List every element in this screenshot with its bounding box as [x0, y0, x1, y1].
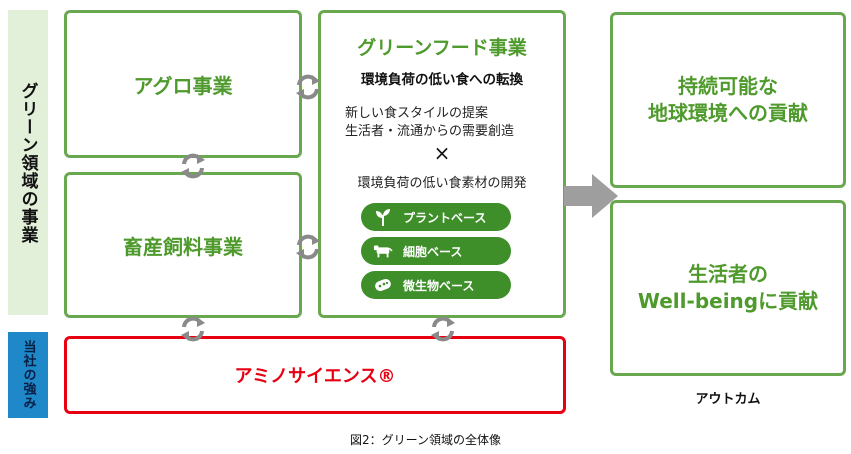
microbe-icon [373, 275, 393, 295]
cycle-arrows-icon [181, 316, 205, 342]
outcome-sustainable-label: 持続可能な 地球環境への貢献 [648, 74, 808, 125]
figure-caption: 図2：グリーン領域の全体像 [349, 433, 502, 447]
side-label-strength-text: 当社の強み [20, 340, 36, 410]
pill-cell-base: 細胞ベース [361, 237, 511, 265]
outcome-label: アウトカム [695, 392, 761, 407]
plant-icon [373, 207, 393, 227]
outcome-sustainable-box: 持続可能な 地球環境への貢献 [610, 12, 846, 188]
side-label-green-domain: グリーン領域の事業 [8, 10, 48, 315]
cycle-arrows-icon [181, 153, 205, 179]
cycle-arrows-icon [296, 234, 320, 260]
pill-plant-base-label: プラントベース [403, 210, 487, 225]
cow-icon [373, 241, 393, 261]
agro-business-label: アグロ事業 [133, 73, 233, 98]
outcome-wellbeing-label: 生活者の Well-beingに貢献 [637, 262, 819, 313]
green-food-title: グリーンフード事業 [357, 37, 527, 59]
livestock-feed-box: 畜産飼料事業 [64, 172, 302, 318]
amino-science-box: アミノサイエンス® [64, 336, 566, 414]
pill-plant-base: プラントベース [361, 203, 511, 231]
livestock-feed-label: 畜産飼料事業 [123, 234, 243, 259]
side-label-green-domain-text: グリーン領域の事業 [17, 81, 38, 244]
amino-science-label: アミノサイエンス® [234, 366, 396, 387]
green-food-line1: 新しい食スタイルの提案 [345, 106, 489, 121]
pill-cell-base-label: 細胞ベース [403, 244, 463, 259]
pill-microbe-base-label: 微生物ベース [403, 278, 475, 293]
cycle-arrows-icon [431, 316, 455, 342]
outcome-wellbeing-box: 生活者の Well-beingに貢献 [610, 200, 846, 376]
side-label-strength: 当社の強み [8, 332, 48, 418]
green-food-box: グリーンフード事業 環境負荷の低い食への転換 新しい食スタイルの提案 生活者・流… [318, 10, 566, 318]
green-food-subtitle: 環境負荷の低い食への転換 [361, 72, 523, 88]
pill-microbe-base: 微生物ベース [361, 271, 511, 299]
arrow-to-outcome-icon [564, 174, 618, 218]
green-food-line3: 環境負荷の低い食素材の開発 [357, 176, 527, 191]
agro-business-box: アグロ事業 [64, 10, 302, 158]
green-food-times: × [433, 141, 451, 165]
green-food-line2: 生活者・流通からの需要創造 [345, 124, 515, 139]
cycle-arrows-icon [296, 74, 320, 100]
